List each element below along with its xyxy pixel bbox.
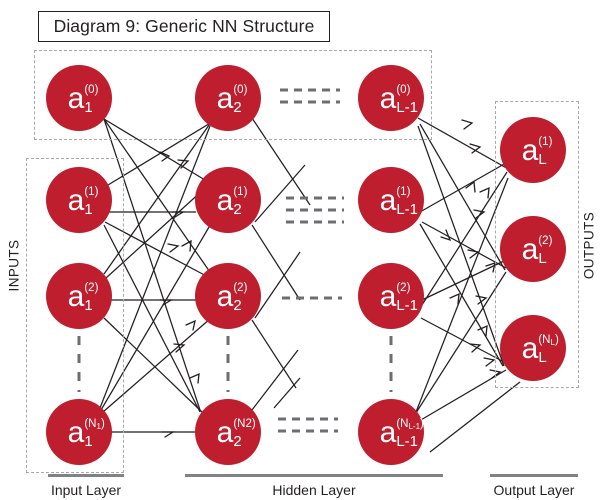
input-layer-caption: Input Layer [50,482,122,498]
diagram-title-box: Diagram 9: Generic NN Structure [38,11,330,42]
node-superscript: (N2) [233,418,256,431]
node-subscript: L-1 [396,98,419,116]
node-output-n[interactable]: a (NL) L [500,315,566,381]
node-subscript: L [538,348,547,366]
node-subscript: 2 [233,296,242,314]
node-base: a [521,332,539,365]
node-superscript: (NL) [538,334,559,347]
node-subscript: L-1 [396,296,419,314]
node-superscript: (2) [396,282,411,295]
edges-hidden2-to-lminus1 [251,117,311,411]
edges-lminus1-to-output [413,117,521,453]
node-superscript: (0) [396,84,411,97]
output-layer-caption: Output Layer [493,482,575,498]
node-base: a [379,280,397,313]
node-base: a [521,233,539,266]
node-superscript: (1) [538,136,553,149]
node-lminus1-0[interactable]: a (0) L-1 [358,65,424,131]
node-hidden2-1[interactable]: a (1) 2 [195,167,261,233]
node-lminus1-n[interactable]: a (NL-1) L-1 [358,399,424,465]
node-subscript: 2 [233,432,242,450]
node-base: a [67,280,85,313]
node-subscript: 2 [233,98,242,116]
node-lminus1-1[interactable]: a (1) L-1 [358,167,424,233]
outputs-group-box [495,101,579,388]
node-subscript: L-1 [396,200,419,218]
node-subscript: 1 [84,432,93,450]
node-superscript: (1) [84,186,99,199]
output-layer-rule [490,474,578,477]
edges-input-to-hidden2 [99,117,215,433]
node-base: a [379,82,397,115]
node-base: a [67,184,85,217]
node-superscript: (1) [396,186,411,199]
node-base: a [216,184,234,217]
node-base: a [379,184,397,217]
outputs-label: OUTPUTS [581,211,597,280]
node-superscript: (0) [84,84,99,97]
node-input-0[interactable]: a (0) 1 [46,65,112,131]
ellipsis-dashes-vertical [77,336,393,392]
node-base: a [521,134,539,167]
bias-row-group-box [34,50,432,140]
node-input-2[interactable]: a (2) 1 [46,263,112,329]
node-superscript: (NL-1) [396,418,424,431]
inputs-label: INPUTS [6,239,22,292]
node-subscript: 1 [84,200,93,218]
node-base: a [216,416,234,449]
node-lminus1-2[interactable]: a (2) L-1 [358,263,424,329]
node-superscript: (2) [538,235,553,248]
node-input-1[interactable]: a (1) 1 [46,167,112,233]
node-superscript: (2) [84,282,99,295]
hidden-layer-rule [185,474,443,477]
node-subscript: 1 [84,296,93,314]
node-superscript: (0) [233,84,248,97]
hidden-layer-caption: Hidden Layer [272,482,356,498]
node-superscript: (2) [233,282,248,295]
node-hidden2-n[interactable]: a (N2) 2 [195,399,261,465]
node-base: a [216,82,234,115]
node-base: a [216,280,234,313]
ellipsis-dashes-horizontal [278,88,344,433]
node-hidden2-0[interactable]: a (0) 2 [195,65,261,131]
edge-arrowheads-1 [159,151,200,438]
node-base: a [67,82,85,115]
node-input-n[interactable]: a (N1) 1 [46,399,112,465]
node-hidden2-2[interactable]: a (2) 2 [195,263,261,329]
node-output-2[interactable]: a (2) L [500,216,566,282]
node-base: a [379,416,397,449]
node-subscript: L [538,249,547,267]
input-layer-rule [48,474,124,477]
node-output-1[interactable]: a (1) L [500,117,566,183]
page-title: Diagram 9: Generic NN Structure [53,16,315,36]
node-subscript: L [538,150,547,168]
edge-arrowheads-2 [440,119,502,379]
node-base: a [67,416,85,449]
inputs-group-box [26,158,124,473]
node-subscript: 1 [84,98,93,116]
node-subscript: L-1 [396,432,419,450]
node-superscript: (1) [233,186,248,199]
node-superscript: (N1) [84,418,105,431]
node-subscript: 2 [233,200,242,218]
